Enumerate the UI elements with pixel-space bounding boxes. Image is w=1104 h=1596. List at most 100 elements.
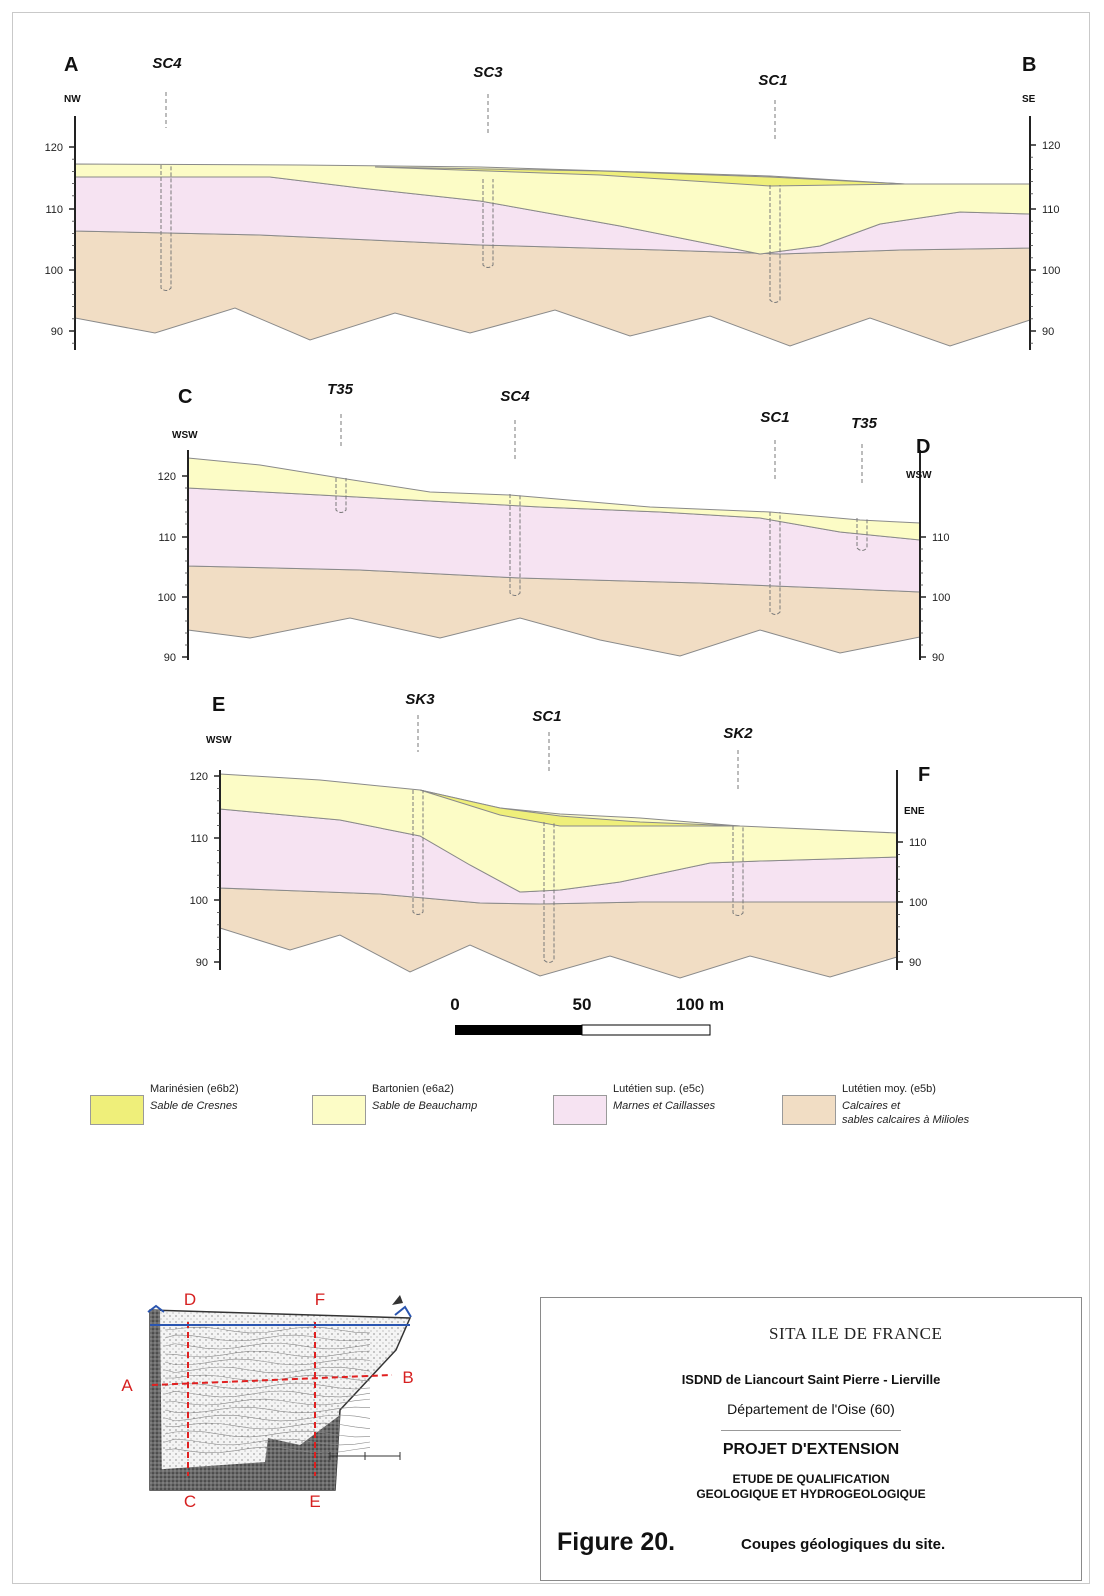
well-label: SC4: [152, 55, 182, 72]
well-label: SC1: [760, 409, 790, 426]
figure-caption: Coupes géologiques du site.: [741, 1536, 946, 1553]
well-label: SK2: [723, 725, 753, 742]
legend-name: Lutétien moy. (e5b): [842, 1083, 936, 1095]
legend-desc: sables calcaires à Milioles: [842, 1114, 970, 1126]
study-line-1: ETUDE DE QUALIFICATION: [732, 1472, 890, 1486]
tick-label: 100: [45, 265, 63, 277]
section-cd-right-label: D: [916, 436, 931, 458]
scale-bar-black: [455, 1025, 582, 1035]
map-contour: [164, 1430, 371, 1438]
legend-swatch: [782, 1095, 836, 1125]
tick-label: 90: [909, 957, 921, 969]
map-label-e: E: [309, 1492, 321, 1511]
figure-frame: [12, 12, 1090, 1584]
section-ef-left-label: E: [212, 694, 226, 716]
map-contour: [164, 1358, 371, 1366]
tick-label: 110: [45, 204, 63, 216]
section-ab-left-label: A: [64, 54, 79, 76]
tick-label: 100: [909, 897, 927, 909]
section-ab-left-direction: NW: [64, 94, 81, 105]
scale-bar: [455, 1024, 711, 1036]
legend-item-lutetien-moy: Lutétien moy. (e5b) Calcaires et sables …: [782, 1081, 1042, 1141]
legend-swatch: [312, 1095, 366, 1125]
map-contour: [164, 1406, 371, 1414]
wells-ef: [412, 715, 744, 963]
map-label-a: A: [121, 1376, 133, 1395]
scale-label-50: 50: [572, 995, 592, 1014]
department: Département de l'Oise (60): [727, 1401, 895, 1417]
layer-bartonien-ab: [74, 163, 1031, 255]
well-label: SK3: [405, 691, 435, 708]
borehole: [335, 478, 347, 513]
well-label: T35: [327, 381, 353, 398]
borehole: [482, 179, 494, 268]
section-ab: 120 110 100 90 120 110 100 90: [45, 92, 1060, 350]
section-ef-left-direction: WSW: [206, 735, 232, 746]
site-map: [147, 1295, 412, 1491]
tick-label: 90: [51, 326, 63, 338]
tick-label: 90: [932, 652, 944, 664]
borehole: [856, 518, 868, 551]
tick-label: 100: [1042, 265, 1060, 277]
study-line-2: GEOLOGIQUE ET HYDROGEOLOGIQUE: [696, 1487, 926, 1501]
borehole: [509, 494, 521, 596]
map-label-f: F: [314, 1290, 326, 1309]
legend-item-bartonien: Bartonien (e6a2) Sable de Beauchamp: [312, 1081, 572, 1141]
legend-desc: Calcaires et: [842, 1100, 901, 1112]
legend-swatch: [553, 1095, 607, 1125]
map-contour: [164, 1342, 371, 1350]
map-label-c: C: [183, 1492, 197, 1511]
section-cd-right-direction: WSW: [906, 470, 932, 481]
map-label-d: D: [183, 1290, 197, 1309]
section-cd-left-direction: WSW: [172, 430, 198, 441]
legend-swatch: [90, 1095, 144, 1125]
layer-marinesien-ef: [419, 789, 741, 827]
borehole: [160, 165, 172, 291]
map-contour: [164, 1414, 371, 1422]
borehole: [769, 185, 781, 303]
tick-label: 100: [190, 895, 208, 907]
map-contour: [164, 1326, 371, 1334]
tick-label: 90: [1042, 326, 1054, 338]
legend-name: Lutétien sup. (e5c): [613, 1083, 705, 1095]
tick-label: 110: [158, 532, 176, 544]
map-contour: [164, 1446, 371, 1454]
scale-label-100: 100 m: [675, 995, 725, 1014]
well-label: SC4: [500, 388, 530, 405]
borehole: [412, 790, 424, 915]
scale-bar-white: [581, 1024, 711, 1036]
legend-desc: Marnes et Caillasses: [613, 1100, 716, 1112]
scale-label-0: 0: [450, 995, 460, 1014]
project-title: PROJET D'EXTENSION: [722, 1441, 900, 1458]
legend-desc: Sable de Beauchamp: [372, 1100, 478, 1112]
legend-item-lutetien-sup: Lutétien sup. (e5c) Marnes et Caillasses: [553, 1081, 813, 1141]
tick-label: 110: [1042, 204, 1060, 216]
map-contour: [164, 1398, 371, 1406]
borehole: [732, 826, 744, 916]
axes-ab: 120 110 100 90 120 110 100 90: [45, 116, 1060, 350]
section-ef-right-direction: ENE: [904, 806, 925, 817]
wells-cd: [335, 414, 868, 615]
tick-label: 120: [158, 471, 176, 483]
legend-item-marinesien: Marinésien (e6b2) Sable de Cresnes: [90, 1081, 350, 1141]
map-contour: [164, 1422, 371, 1430]
well-label: SC1: [532, 708, 562, 725]
wells-ab: [160, 92, 781, 303]
divider: [721, 1430, 901, 1431]
map-contour: [164, 1334, 371, 1342]
section-ab-right-direction: SE: [1022, 94, 1036, 105]
tick-label: 120: [1042, 140, 1060, 152]
well-label: SC1: [758, 72, 788, 89]
title-block: SITA ILE DE FRANCE ISDND de Liancourt Sa…: [540, 1297, 1082, 1581]
tick-label: 90: [196, 957, 208, 969]
tick-label: 120: [45, 142, 63, 154]
borehole: [543, 822, 555, 963]
borehole: [769, 512, 781, 615]
map-contour: [164, 1350, 371, 1358]
layer-marinesien-ab: [374, 166, 906, 187]
section-ab-right-label: B: [1022, 54, 1037, 76]
legend-desc: Sable de Cresnes: [150, 1100, 238, 1112]
section-ef-right-label: F: [918, 764, 931, 786]
